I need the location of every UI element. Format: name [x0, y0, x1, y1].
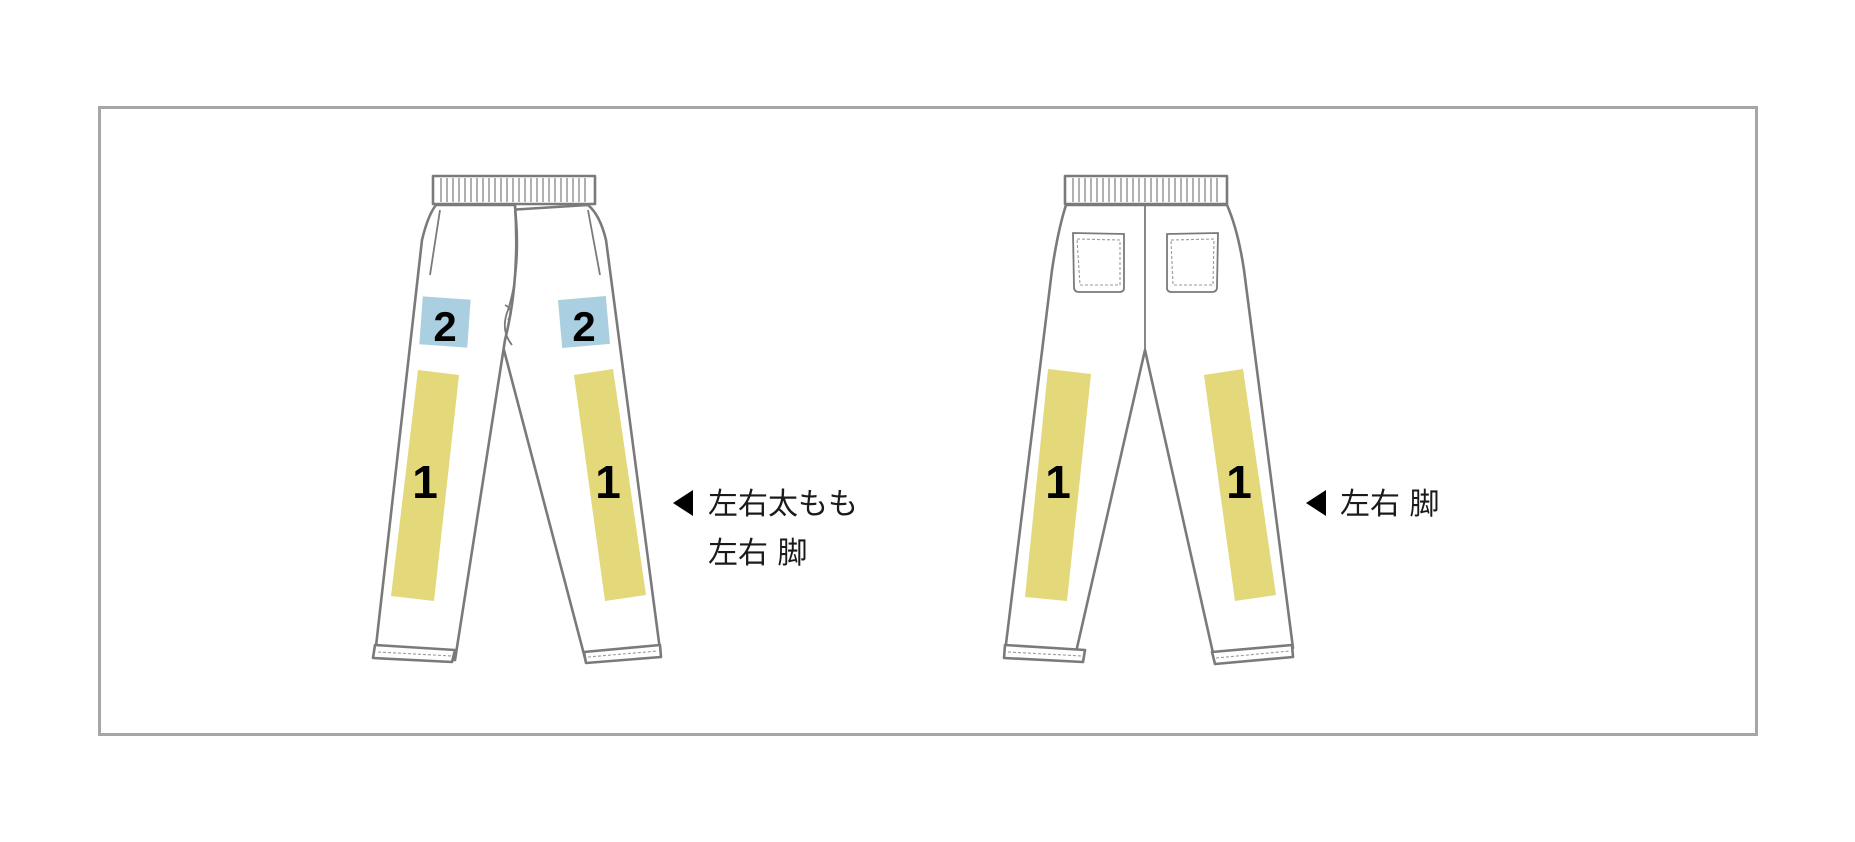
front-pants: 2 2 1 1 [371, 174, 663, 665]
back-label-line-1: 左右 脚 [1340, 487, 1440, 522]
front-pocket-left [429, 209, 441, 276]
diagram-frame [98, 106, 1758, 736]
front-pointer-arrow-icon [673, 490, 693, 516]
front-cuff-right [582, 643, 663, 665]
front-zone-2-left [419, 296, 471, 348]
front-drawstring [504, 304, 512, 321]
back-pocket-left [1072, 232, 1125, 293]
front-fly-line [503, 204, 519, 346]
front-zone-1-left-number: 1 [412, 456, 438, 508]
back-zone-1-right [1204, 369, 1276, 601]
front-waistband [431, 174, 597, 206]
back-pointer-arrow-icon [1306, 490, 1326, 516]
front-label-line-1: 左右太もも [708, 487, 858, 522]
back-zone-1-left [1025, 369, 1091, 601]
front-zone-1-left [391, 370, 459, 601]
back-pocket-right [1166, 232, 1219, 293]
front-label-line-2: 左右 脚 [708, 536, 808, 571]
back-pants-body [1003, 203, 1295, 664]
back-zone-1-left-number: 1 [1045, 456, 1071, 508]
front-zone-1-right [574, 369, 646, 601]
front-zone-2-right-number: 2 [572, 303, 595, 350]
front-pocket-right [587, 209, 601, 276]
back-zone-1-right-number: 1 [1226, 456, 1252, 508]
front-waistband-ribbing [440, 178, 586, 202]
front-zone-2-right [557, 295, 611, 349]
back-waistband [1063, 174, 1229, 206]
front-zone-1-right-number: 1 [595, 456, 621, 508]
back-pants: 1 1 [1002, 174, 1295, 666]
front-zone-2-left-number: 2 [433, 303, 456, 350]
back-waistband-ribbing [1072, 178, 1218, 202]
